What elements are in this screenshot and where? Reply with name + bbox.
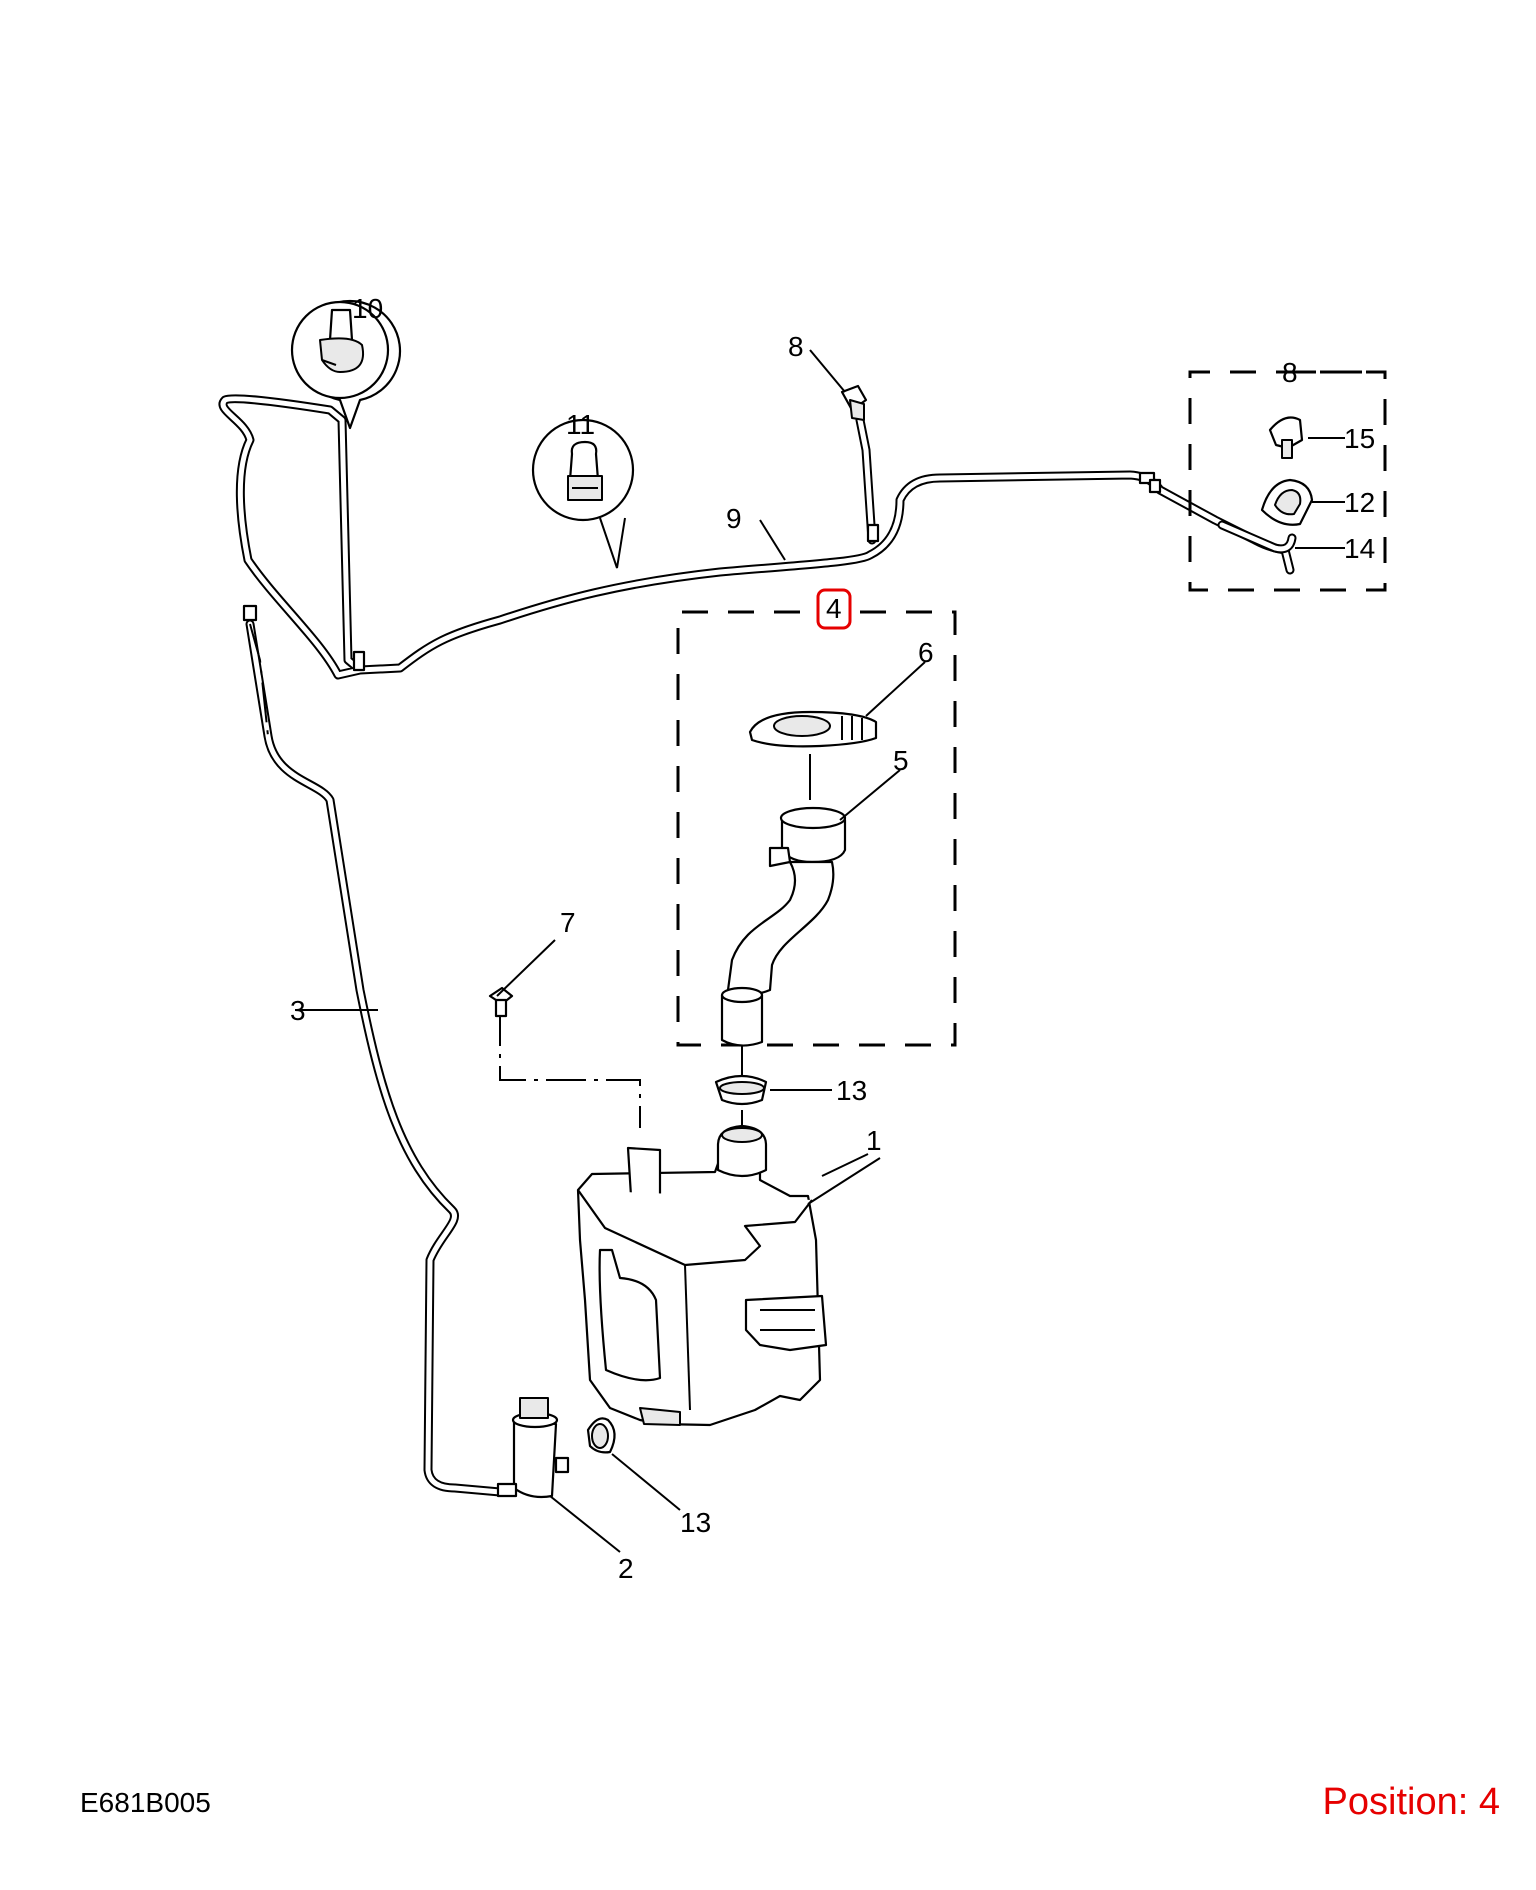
hose-routing-line: [249, 623, 269, 737]
callout-4: 4: [826, 593, 842, 624]
callout-9: 9: [726, 503, 742, 534]
callout-15: 15: [1344, 423, 1375, 454]
callout-7: 7: [560, 907, 576, 938]
bolt-routing-line: [499, 1006, 641, 1128]
nozzle-8: [840, 384, 868, 421]
callout-6: 6: [918, 637, 934, 668]
callout-13-upper: 13: [836, 1075, 867, 1106]
callout-5: 5: [893, 745, 909, 776]
nozzle-15: [1268, 416, 1304, 459]
drawing-code: E681B005: [80, 1787, 211, 1818]
bolt-7: [488, 986, 514, 1018]
cap-6: [748, 710, 878, 748]
callout-8-nozzle: 8: [788, 331, 804, 362]
callout-12: 12: [1344, 487, 1375, 518]
callout-11: 11: [566, 409, 595, 440]
filler-neck-5: [720, 806, 847, 1047]
hose-3: [245, 619, 505, 1497]
callout-2: 2: [618, 1553, 634, 1584]
group-8-box: [1188, 370, 1387, 592]
pump-2: [496, 1397, 570, 1499]
leader-lines: [295, 349, 1345, 1553]
grommet-12: [1260, 478, 1314, 526]
grommet-13-upper: [714, 1074, 768, 1106]
hose-14: [1217, 520, 1297, 554]
detail-10-clip: [290, 299, 402, 430]
reservoir-1: [576, 1124, 828, 1427]
callout-3: 3: [290, 995, 306, 1026]
callouts: 1 2 3 4 5 6 7 8 8 9 10 11 12 13 13 14 15: [290, 293, 1375, 1584]
group-4-box: [676, 610, 957, 1047]
callout-1: 1: [866, 1125, 882, 1156]
callout-8-group: 8: [1282, 357, 1298, 388]
position-label: Position: 4: [1322, 1781, 1500, 1823]
highlight-box-callout-4: [816, 588, 852, 630]
callout-13-lower: 13: [680, 1507, 711, 1538]
hose-9: [218, 394, 1295, 680]
grommet-13-lower: [586, 1417, 616, 1454]
callout-14: 14: [1344, 533, 1375, 564]
callout-10: 10: [352, 293, 383, 324]
detail-11-clip: [531, 418, 635, 569]
hose-connectors: [242, 471, 1162, 672]
